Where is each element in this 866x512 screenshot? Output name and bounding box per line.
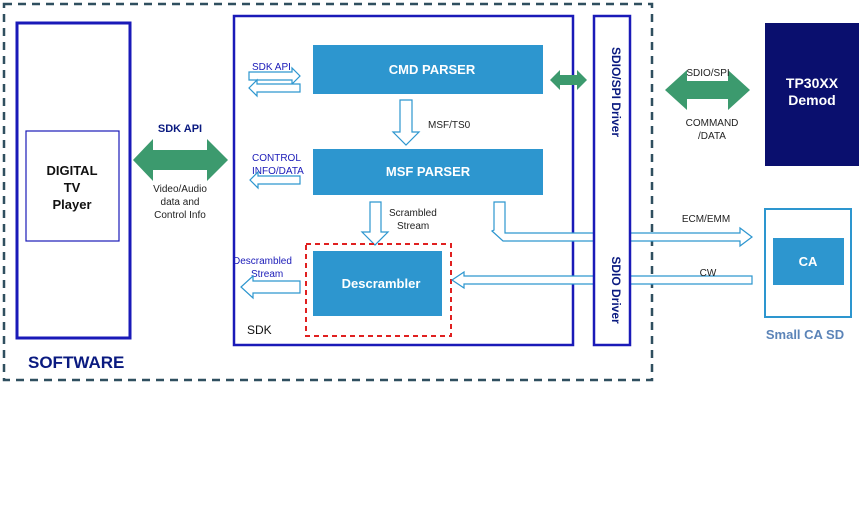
ecm-emm-arrow — [490, 201, 753, 248]
control-label-2: INFO/DATA — [252, 166, 304, 177]
descrambled-label-2: Stream — [251, 269, 283, 280]
demod-cmd-label-1: COMMAND — [686, 118, 739, 129]
demod-link-label: SDIO/SPI — [686, 68, 729, 79]
demod-box — [765, 23, 859, 166]
sdk-api-main-label: SDK API — [158, 123, 202, 135]
scrambled-label-1: Scrambled — [389, 208, 437, 219]
msf-parser-label: MSF PARSER — [386, 164, 471, 179]
msf-parser-box — [313, 149, 543, 195]
digital-tv-player-box — [25, 130, 120, 242]
software-boundary — [2, 2, 654, 382]
sdio-spi-driver-label: SDIO/SPI Driver — [609, 47, 623, 137]
player-link-desc-1: Video/Audio — [153, 184, 207, 195]
player-link-desc-3: Control Info — [154, 210, 206, 221]
ecm-emm-label: ECM/EMM — [682, 214, 730, 225]
descrambler-label: Descrambler — [342, 276, 421, 291]
msf-ts0-arrow — [391, 99, 421, 146]
cmd-parser-box — [313, 45, 543, 94]
sdk-frame — [232, 14, 575, 347]
player-line1: DIGITAL — [46, 163, 97, 178]
sdk-api-double-arrow — [133, 139, 228, 181]
sdio-driver-label: SDIO Driver — [609, 256, 623, 324]
control-info-arrow — [249, 170, 301, 190]
descrambler-outline — [305, 243, 452, 337]
descrambled-label-1: Descrambled — [233, 256, 292, 267]
scrambled-stream-arrow — [360, 201, 390, 246]
ca-label: CA — [799, 254, 818, 269]
msf-ts0-label: MSF/TS0 — [428, 120, 471, 131]
player-link-desc-2: data and — [161, 197, 200, 208]
demod-double-arrow — [665, 70, 750, 110]
sdk-label: SDK — [247, 323, 272, 337]
driver-column — [592, 14, 632, 347]
player-line3: Player — [52, 197, 91, 212]
control-label-1: CONTROL — [252, 153, 301, 164]
descrambled-stream-arrow — [240, 274, 301, 300]
demod-line2: Demod — [788, 92, 835, 108]
scrambled-label-2: Stream — [397, 221, 429, 232]
ca-box — [773, 238, 844, 285]
cw-label: CW — [700, 268, 717, 279]
demod-cmd-label-2: /DATA — [698, 131, 726, 142]
cmd-parser-label: CMD PARSER — [389, 62, 476, 77]
player-line2: TV — [64, 180, 81, 195]
descrambler-box — [313, 251, 442, 316]
sdk-api-label: SDK API — [252, 62, 291, 73]
sdk-api-out-arrow — [248, 78, 301, 98]
demod-line1: TP30XX — [786, 75, 839, 91]
ca-caption: Small CA SD — [766, 327, 844, 342]
software-label: SOFTWARE — [28, 353, 124, 372]
cmd-driver-double-arrow — [550, 70, 587, 90]
